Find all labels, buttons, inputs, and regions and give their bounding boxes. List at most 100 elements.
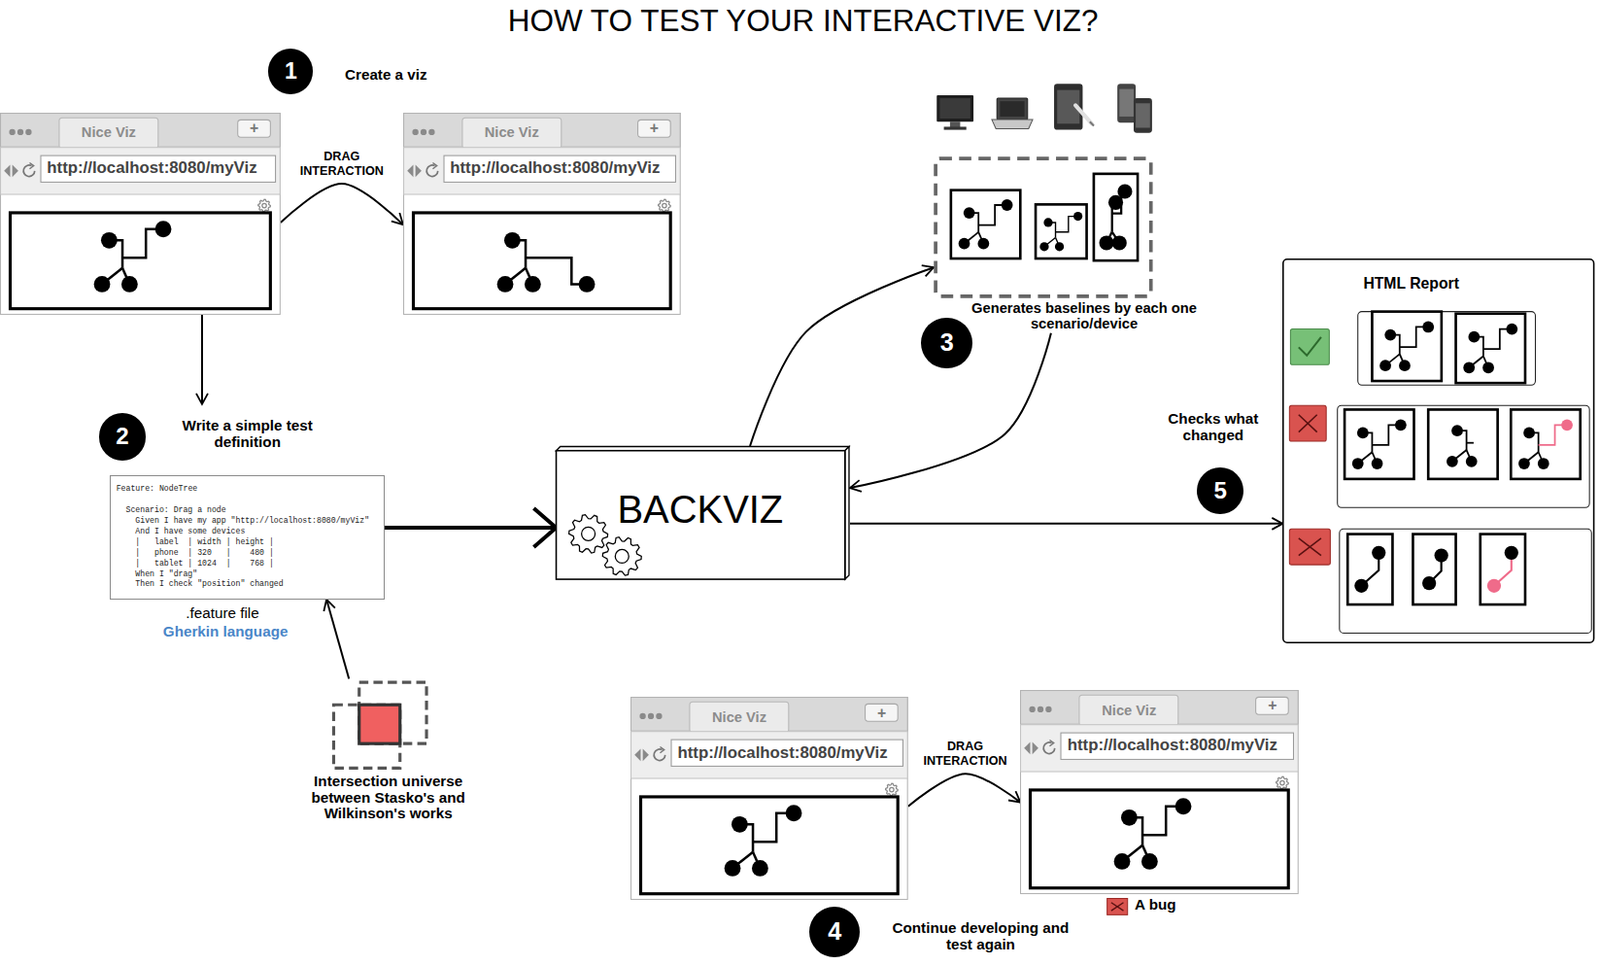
tree-dot <box>1518 457 1531 470</box>
connector <box>326 599 349 680</box>
interaction-label: DRAG INTERACTION <box>917 739 1015 769</box>
gear-hole <box>1280 780 1285 784</box>
node-tree <box>1487 544 1519 592</box>
pass-mark <box>1291 328 1330 365</box>
gear-hole <box>889 787 894 792</box>
tree-dot <box>731 816 749 833</box>
tree-dot <box>1561 418 1573 431</box>
node-tree <box>958 199 1014 249</box>
address-bar <box>0 146 281 194</box>
tree-dot <box>1537 457 1550 470</box>
forward-arrow <box>414 164 421 177</box>
tree-dot <box>1380 359 1393 372</box>
browser-chrome <box>1020 689 1299 894</box>
tree-dot <box>1524 426 1536 439</box>
callout-circle: 3 <box>920 317 973 370</box>
tree-dot <box>1371 544 1386 559</box>
tree-dot <box>155 220 172 238</box>
feature-file: Write a simple test definitionFeature: N… <box>109 404 385 600</box>
gear-icon <box>885 783 899 797</box>
gear-hole <box>581 526 596 541</box>
connector <box>201 314 204 405</box>
browser-text: + <box>865 704 899 722</box>
gherkin-line: Then I check "position" changed <box>116 578 379 590</box>
report-border <box>1283 259 1595 643</box>
phone-screen <box>1119 89 1134 117</box>
thumbnail-frame <box>1372 310 1442 380</box>
tree-dot <box>1451 424 1464 437</box>
reload-tip <box>29 162 34 169</box>
phone-icon <box>1117 83 1136 123</box>
html-report: HTML Report <box>1282 258 1595 644</box>
viz-frame <box>412 211 671 308</box>
tree-dot <box>1446 455 1459 468</box>
tree-dot <box>578 275 596 293</box>
tree-dot <box>1468 331 1481 343</box>
gear-icon <box>1276 776 1290 789</box>
stylus-tip <box>1089 121 1094 126</box>
window-dot <box>647 713 654 719</box>
baseline-area <box>933 156 1154 300</box>
thumbnail-frame <box>1348 533 1394 604</box>
browser-window: Nice Viz+http://localhost:8080/myViz <box>1020 689 1299 894</box>
fail-mark <box>1290 528 1331 565</box>
thumbnail-frame <box>1093 173 1138 261</box>
tree-dot <box>1175 797 1192 815</box>
gherkin-line: | label | width | height | <box>116 537 379 548</box>
result-group <box>1339 528 1592 633</box>
forward-arrow <box>1032 742 1039 755</box>
gear-hole <box>662 203 667 207</box>
browser-text: http://localhost:8080/myViz <box>46 155 272 182</box>
thumbnail-frame <box>1429 408 1498 478</box>
tree-dot <box>1121 809 1138 826</box>
tree-dot <box>963 206 976 219</box>
tree-dot <box>1434 547 1449 562</box>
browser-tab <box>462 117 562 149</box>
tree-link <box>1466 442 1474 444</box>
thumbnail-frame <box>1344 408 1414 478</box>
window-dot <box>640 713 647 719</box>
bug-icon <box>1107 898 1128 916</box>
url-field <box>1060 732 1294 759</box>
back-arrow <box>1024 742 1031 755</box>
monitor-icon <box>936 95 974 122</box>
cross-icon <box>1298 538 1322 556</box>
browser-window: Nice Viz+http://localhost:8080/myViz <box>403 112 681 315</box>
node-tree <box>724 805 803 878</box>
back-arrow <box>3 164 10 177</box>
reload-tip <box>660 747 665 753</box>
forward-arrow <box>12 164 19 177</box>
monitor-base <box>944 126 967 130</box>
step-caption: Checks what changed <box>1157 410 1270 444</box>
dashed-group <box>935 158 1152 297</box>
tree-dot <box>1385 328 1397 341</box>
browser-chrome <box>630 696 909 900</box>
step-caption: Generates baselines by each one scenario… <box>969 300 1199 332</box>
node-tree <box>1352 418 1407 469</box>
feature-file-box: Feature: NodeTreeScenario: Drag a nodeGi… <box>109 475 385 600</box>
laptop-base <box>991 119 1033 129</box>
tree-dot <box>1398 359 1411 372</box>
node-tree <box>1114 797 1192 870</box>
new-tab-button <box>865 704 899 722</box>
url-field <box>443 155 676 182</box>
gear-hole <box>262 203 267 207</box>
thumbnail-frame <box>951 189 1021 258</box>
node-tree <box>94 220 172 293</box>
address-bar <box>1021 724 1299 772</box>
tree-dot <box>1141 852 1158 870</box>
node-tree <box>1039 211 1083 251</box>
window-dot <box>1037 706 1044 713</box>
new-tab-button <box>637 119 671 137</box>
title: HOW TO TEST YOUR INTERACTIVE VIZ? <box>415 2 1192 40</box>
bug-square <box>1107 898 1128 916</box>
gear-hole <box>615 548 630 563</box>
figure-caption: Intersection universe between Stasko's a… <box>304 773 473 821</box>
node-tree <box>1380 320 1435 371</box>
tree-dot <box>524 275 542 293</box>
tree-dot <box>1112 235 1127 250</box>
tree-dot <box>785 805 803 822</box>
language-caption: Gherkin language <box>143 623 307 641</box>
callout-circle: 4 <box>809 906 861 958</box>
bug-cross <box>1111 902 1124 911</box>
